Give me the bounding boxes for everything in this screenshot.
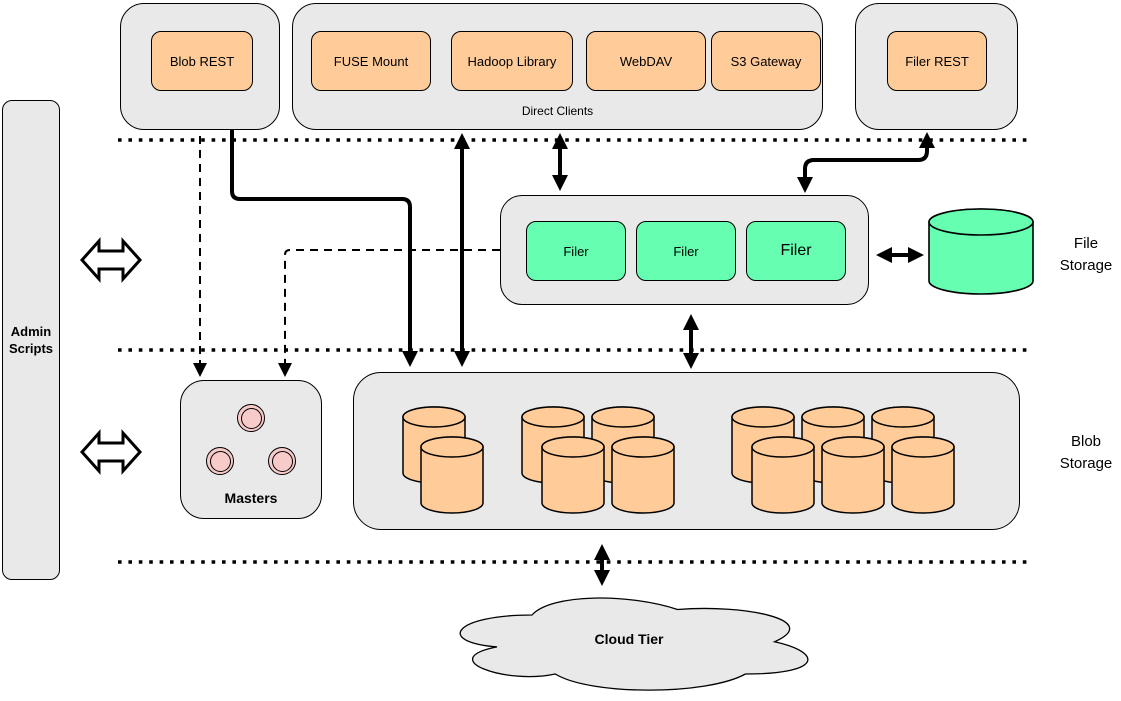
- file-storage-section-label: File Storage: [1059, 235, 1113, 274]
- disk-cylinder-hdd: HDD: [821, 436, 885, 514]
- disk-cylinder-ssd: SSD: [611, 436, 675, 514]
- filer-cluster: Filer Filer Filer: [500, 195, 869, 305]
- direct-clients-group: FUSE Mount Hadoop Library WebDAV S3 Gate…: [292, 3, 823, 130]
- client-box-fuse-mount: FUSE Mount: [311, 31, 431, 91]
- disk-label: SSD: [559, 469, 587, 484]
- direct-clients-label: Direct Clients: [521, 104, 594, 118]
- disk-cylinder-hdd: HDD: [891, 436, 955, 514]
- filer-box: Filer: [636, 221, 736, 281]
- blob-storage-container: NVME SSD SSD HDD: [353, 372, 1020, 530]
- master-node-circle: [206, 447, 234, 475]
- disk-cylinder-hdd: HDD: [751, 436, 815, 514]
- disk-label: HDD: [838, 469, 868, 484]
- admin-scripts-label: Admin Scripts: [8, 324, 54, 356]
- arrow-filerrest-filers: [803, 148, 929, 177]
- master-node-circle: [268, 447, 296, 475]
- client-box-webdav: WebDAV: [586, 31, 706, 91]
- blob-rest-box: Blob REST: [151, 31, 253, 91]
- cloud-icon: [459, 597, 809, 691]
- client-box-s3-gateway: S3 Gateway: [711, 31, 821, 91]
- blob-rest-group: Blob REST: [120, 3, 280, 130]
- arrow-blobrest-to-blobstorage: [230, 130, 412, 351]
- blob-storage-section-label: Blob Storage: [1059, 433, 1113, 472]
- disk-cylinder-nvme: NVME: [420, 436, 484, 514]
- admin-scripts-panel: Admin Scripts: [2, 100, 60, 580]
- filer-box: Filer: [526, 221, 626, 281]
- dashed-master-links: [199, 136, 500, 363]
- admin-sync-arrows: [79, 237, 143, 473]
- disk-label: HDD: [768, 469, 798, 484]
- sql-kv-store-label: SQL or KV Store: [948, 238, 1014, 269]
- disk-label: NVME: [433, 469, 471, 484]
- dashed-link-arrowheads: [193, 363, 292, 377]
- sql-kv-store-cylinder: SQL or KV Store: [928, 208, 1034, 296]
- disk-cylinder-ssd: SSD: [541, 436, 605, 514]
- master-node-circle: [237, 404, 265, 432]
- client-box-hadoop-library: Hadoop Library: [451, 31, 573, 91]
- masters-group: Masters: [180, 380, 322, 519]
- disk-label: SSD: [629, 469, 657, 484]
- cloud-tier-shape: Cloud Tier: [435, 588, 823, 698]
- filer-rest-group: Filer REST: [855, 3, 1018, 130]
- filer-rest-box: Filer REST: [887, 31, 987, 91]
- disk-label: HDD: [908, 469, 938, 484]
- cloud-tier-label: Cloud Tier: [594, 631, 664, 647]
- filer-box: Filer: [746, 221, 846, 281]
- masters-label: Masters: [224, 490, 278, 506]
